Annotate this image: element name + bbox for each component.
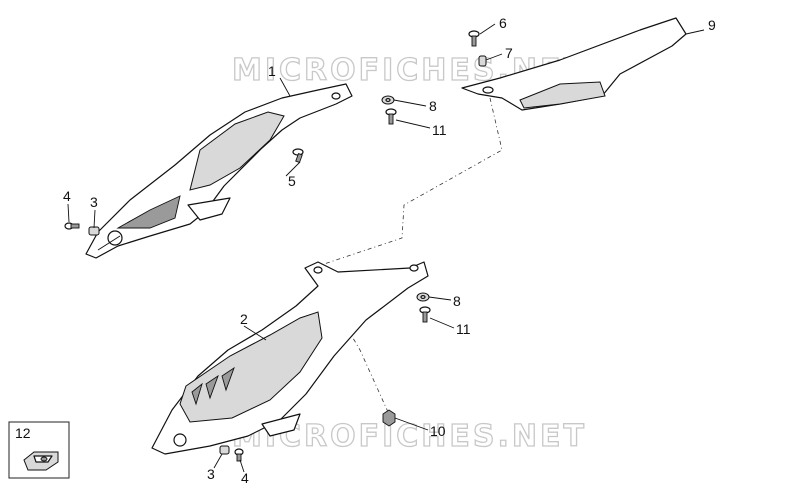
part-2-lower-side-panel xyxy=(151,261,429,455)
leader-lines xyxy=(67,23,705,473)
fastener-4-screw-upper xyxy=(64,222,80,230)
callout-3-upper: 3 xyxy=(90,194,98,210)
callout-4-lower: 4 xyxy=(241,470,249,486)
fastener-11-screw-lower xyxy=(419,306,431,323)
callout-6: 6 xyxy=(499,15,507,31)
callout-11-lower: 11 xyxy=(456,321,471,337)
fastener-3-grommet-upper xyxy=(88,226,100,236)
fastener-8-washer-lower xyxy=(416,292,430,302)
part-12-inset-box: 12 xyxy=(8,421,70,479)
assembly-line-9-to-2 xyxy=(311,97,503,269)
callout-12: 12 xyxy=(15,425,31,441)
part-9-tail-cover xyxy=(461,17,687,111)
clip-nut-12 xyxy=(23,451,59,471)
fastener-11-screw-upper xyxy=(385,108,397,125)
fastener-10-nut xyxy=(382,409,396,427)
callout-4-upper: 4 xyxy=(63,188,71,204)
callout-11-upper: 11 xyxy=(432,122,447,138)
fastener-7-spacer xyxy=(478,55,487,67)
part-1-upper-side-panel xyxy=(85,83,353,259)
callout-9: 9 xyxy=(708,17,716,33)
callout-5: 5 xyxy=(288,173,296,189)
fastener-6-screw xyxy=(468,30,480,47)
fastener-3-grommet-lower xyxy=(219,445,230,455)
callout-8-lower: 8 xyxy=(453,293,461,309)
callout-3-lower: 3 xyxy=(207,466,215,482)
assembly-line-2-to-10 xyxy=(319,281,389,413)
fastener-5-screw xyxy=(292,148,304,164)
callout-1: 1 xyxy=(268,63,276,79)
fastener-8-washer-upper xyxy=(381,95,395,105)
fastener-4-screw-lower xyxy=(234,448,244,462)
callout-10: 10 xyxy=(430,423,446,439)
callout-8-upper: 8 xyxy=(429,98,437,114)
callout-7: 7 xyxy=(505,45,513,61)
callout-2: 2 xyxy=(240,311,248,327)
